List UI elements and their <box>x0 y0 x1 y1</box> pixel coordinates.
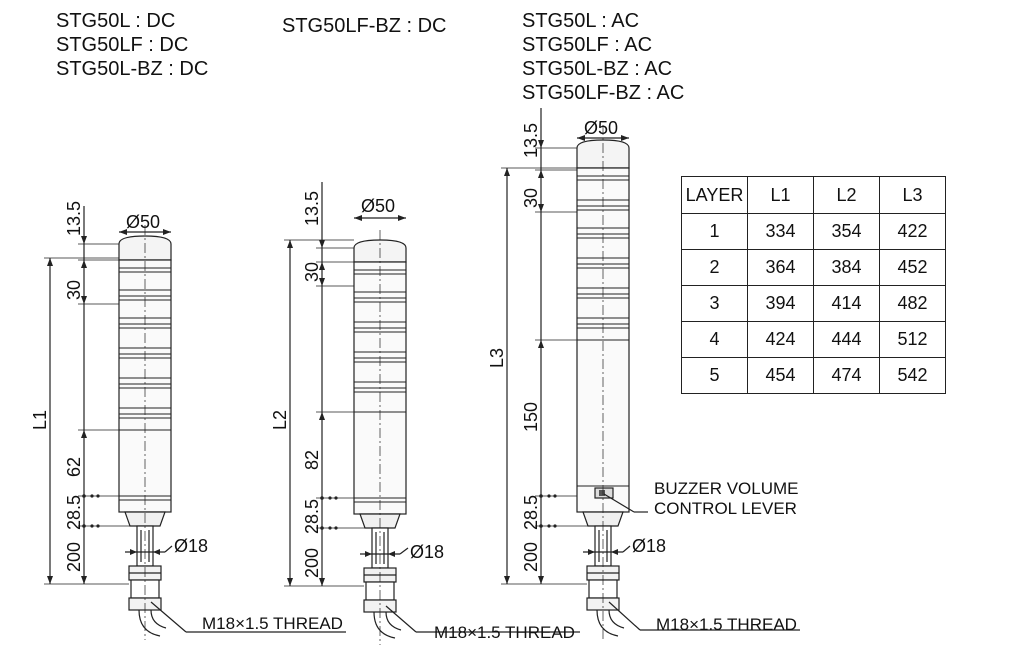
model-label-dc-2: STG50LF : DC <box>56 34 189 56</box>
tower-1-cable-label: 200 <box>64 542 84 572</box>
tower-2-total-label: L2 <box>270 410 290 430</box>
model-label-ac-2: STG50LF : AC <box>522 34 653 56</box>
table-cell: 2 <box>681 249 748 286</box>
tower-1-stem-label: Ø18 <box>174 536 208 556</box>
tower-2: Ø50 13.5 30 L2 82 28.5 200 Ø18 M18×1.5 T… <box>270 182 580 645</box>
table-row: 1 334 354 422 <box>681 213 946 250</box>
tower-2-cable-label: 200 <box>302 548 322 578</box>
table-cell: 384 <box>813 249 880 286</box>
table-row: 3 394 414 482 <box>681 285 946 322</box>
table-cell: 452 <box>879 249 946 286</box>
buzzer-label-line-2: CONTROL LEVER <box>654 499 797 518</box>
table-row: 2 364 384 452 <box>681 249 946 286</box>
model-label-dc-1: STG50L : DC <box>56 10 176 32</box>
tower-3-base-label: 150 <box>521 402 541 432</box>
table-cell: 334 <box>747 213 814 250</box>
table-cell: 454 <box>747 357 814 394</box>
tower-2-layer-label: 30 <box>302 262 322 282</box>
table-header-cell: LAYER <box>681 176 748 214</box>
model-label-dc-3: STG50L-BZ : DC <box>56 58 209 80</box>
model-label-ac-4: STG50LF-BZ : AC <box>522 82 685 104</box>
tower-1-top-label: 13.5 <box>64 201 84 236</box>
table-cell: 542 <box>879 357 946 394</box>
tower-3-stem-label: Ø18 <box>632 536 666 556</box>
table-cell: 422 <box>879 213 946 250</box>
table-header-cell: L3 <box>879 176 946 214</box>
table-cell: 4 <box>681 321 748 358</box>
tower-2-base-label: 82 <box>302 450 322 470</box>
tower-3-cable-label: 200 <box>521 542 541 572</box>
table-header-cell: L2 <box>813 176 880 214</box>
tower-3-layer-label: 30 <box>521 188 541 208</box>
table-cell: 3 <box>681 285 748 322</box>
layer-dimension-table: LAYER L1 L2 L3 1 334 354 422 2 364 384 4… <box>681 176 946 394</box>
tower-2-top-label: 13.5 <box>302 191 322 226</box>
tower-2-thread-label: M18×1.5 THREAD <box>434 623 575 642</box>
buzzer-label-line-1: BUZZER VOLUME <box>654 479 799 498</box>
tower-3-mount-label: 28.5 <box>521 495 541 530</box>
table-cell: 354 <box>813 213 880 250</box>
table-cell: 474 <box>813 357 880 394</box>
tower-3: Ø50 13.5 30 L3 150 28.5 200 Ø18 BUZZER V… <box>487 108 800 640</box>
tower-1-diameter-label: Ø50 <box>126 212 160 232</box>
table-row: 5 454 474 542 <box>681 357 946 394</box>
model-label-ac-1: STG50L : AC <box>522 10 640 32</box>
tower-1-total-label: L1 <box>30 410 50 430</box>
tower-1-mount-label: 28.5 <box>64 495 84 530</box>
tower-3-thread-label: M18×1.5 THREAD <box>656 615 797 634</box>
tower-1-base-label: 62 <box>64 457 84 477</box>
tower-1: Ø50 13.5 30 L1 62 28.5 200 Ø18 M18×1.5 T… <box>30 201 346 640</box>
tower-1-thread-label: M18×1.5 THREAD <box>202 614 343 633</box>
table-cell: 444 <box>813 321 880 358</box>
table-row: 4 424 444 512 <box>681 321 946 358</box>
table-header-cell: L1 <box>747 176 814 214</box>
table-header-row: LAYER L1 L2 L3 <box>681 176 946 214</box>
table-cell: 364 <box>747 249 814 286</box>
table-cell: 414 <box>813 285 880 322</box>
tower-3-top-label: 13.5 <box>521 123 541 158</box>
table-cell: 394 <box>747 285 814 322</box>
tower-2-mount-label: 28.5 <box>302 499 322 534</box>
tower-3-diameter-label: Ø50 <box>584 118 618 138</box>
model-label-lf-bz-dc: STG50LF-BZ : DC <box>282 15 447 37</box>
model-label-ac-3: STG50L-BZ : AC <box>522 58 673 80</box>
table-cell: 5 <box>681 357 748 394</box>
tower-2-stem-label: Ø18 <box>410 542 444 562</box>
table-cell: 512 <box>879 321 946 358</box>
table-cell: 424 <box>747 321 814 358</box>
tower-1-layer-label: 30 <box>64 280 84 300</box>
table-cell: 1 <box>681 213 748 250</box>
tower-2-diameter-label: Ø50 <box>361 196 395 216</box>
tower-3-total-label: L3 <box>487 348 507 368</box>
table-cell: 482 <box>879 285 946 322</box>
